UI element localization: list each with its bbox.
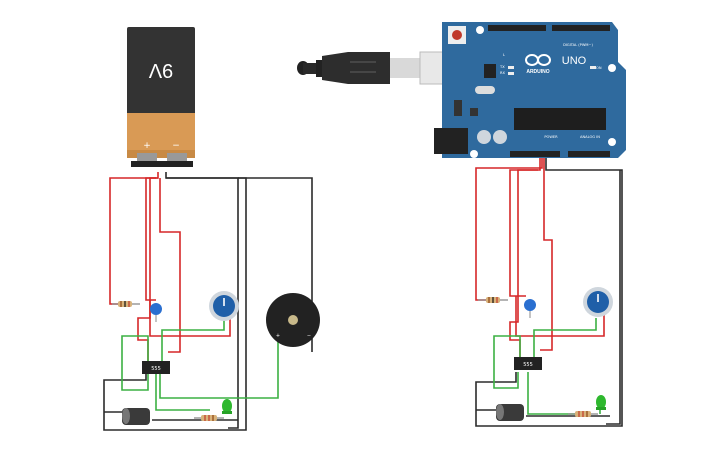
battery-minus-label: − <box>172 141 180 151</box>
right-555-label: 555 <box>523 362 533 368</box>
left-resistor-bottom[interactable] <box>194 415 224 421</box>
right-555-timer[interactable]: 555 <box>514 357 542 370</box>
battery-voltage-label: 9V <box>148 59 173 81</box>
on-led-label: ON <box>596 66 602 70</box>
led-icon <box>222 399 232 413</box>
left-555-label: 555 <box>151 366 161 372</box>
l-led-label: L <box>503 53 505 57</box>
rx-label: RX <box>500 71 505 75</box>
arduino-logo-icon <box>525 54 551 66</box>
usb-cable-icon[interactable] <box>297 51 467 85</box>
ic-555-icon <box>142 361 170 374</box>
capacitor-icon <box>150 303 162 315</box>
left-wires <box>103 172 313 431</box>
atmega-chip <box>514 108 606 130</box>
arduino-model-label: UNO <box>562 55 587 67</box>
dc-power-jack[interactable] <box>434 128 468 154</box>
arduino-brand-label: ARDUINO <box>526 69 549 75</box>
right-resistor-bottom[interactable] <box>568 411 598 417</box>
left-555-timer[interactable]: 555 <box>142 361 170 374</box>
buzzer-plus-label: + <box>276 333 280 339</box>
analog-header[interactable] <box>568 151 610 157</box>
tx-label: TX <box>499 65 505 69</box>
right-electrolytic-capacitor[interactable] <box>496 404 524 421</box>
power-header[interactable] <box>510 151 560 157</box>
battery-plus-label: + <box>143 141 151 151</box>
left-potentiometer[interactable] <box>209 291 239 321</box>
right-green-led[interactable] <box>596 395 606 410</box>
power-header-label: POWER <box>544 135 558 139</box>
right-wires <box>475 158 623 427</box>
battery-copper-band <box>127 113 195 151</box>
battery-body <box>127 27 195 115</box>
reset-button[interactable] <box>452 30 462 40</box>
analog-header-label: ANALOG IN <box>580 135 600 139</box>
battery-9v[interactable]: 9V + − <box>127 27 195 167</box>
right-resistor-top[interactable] <box>478 297 508 303</box>
left-ceramic-capacitor[interactable] <box>150 303 162 322</box>
battery-negative-terminal[interactable] <box>167 153 187 162</box>
right-ceramic-capacitor[interactable] <box>524 299 536 318</box>
right-potentiometer[interactable] <box>583 287 613 317</box>
digital-header-label: DIGITAL (PWM~) <box>563 43 593 47</box>
arduino-uno-board[interactable]: DIGITAL (PWM~) ARDUINO UNO L TX RX ON <box>434 22 626 158</box>
left-electrolytic-capacitor[interactable] <box>122 408 150 425</box>
left-buzzer[interactable]: + − <box>266 293 320 347</box>
left-resistor-top[interactable] <box>112 301 140 307</box>
left-green-led[interactable] <box>222 399 232 414</box>
battery-positive-terminal[interactable] <box>137 153 157 162</box>
buzzer-minus-label: − <box>307 333 311 339</box>
